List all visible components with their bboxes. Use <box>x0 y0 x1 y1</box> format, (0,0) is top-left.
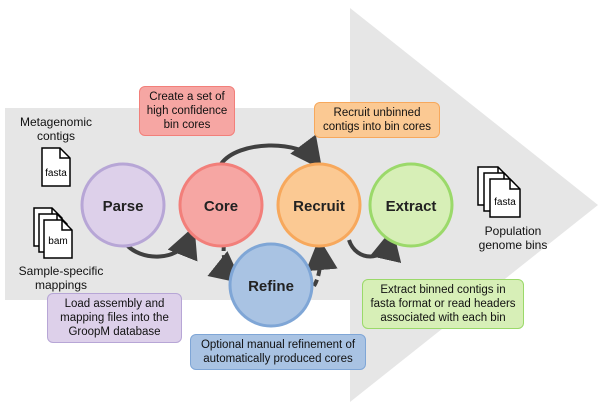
core-note: Create a set of high confidence bin core… <box>139 86 235 136</box>
fasta-icon-label: fasta <box>45 168 67 179</box>
core-label: Core <box>204 198 238 215</box>
parse-label: Parse <box>103 198 144 215</box>
core-circle <box>178 162 264 248</box>
arrow-recruit-to-extract <box>347 228 402 264</box>
arrow-refine-to-recruit <box>305 238 338 288</box>
parse-circle <box>80 162 166 248</box>
recruit-circle <box>276 162 362 248</box>
recruit-note: Recruit unbinned contigs into bin cores <box>314 102 440 138</box>
metagenomic-contigs-label: Metagenomic contigs <box>19 115 93 143</box>
recruit-label: Recruit <box>293 198 345 215</box>
refine-label: Refine <box>248 278 294 295</box>
bam-icon-label: bam <box>48 236 67 247</box>
sample-mappings-label: Sample-specific mappings <box>18 264 104 292</box>
extract-note: Extract binned contigs in fasta format o… <box>362 279 524 329</box>
arrow-core-to-refine <box>207 243 243 284</box>
arrow-core-to-recruit <box>219 134 323 170</box>
fasta-file-icon: fasta <box>41 147 71 187</box>
refine-circle <box>228 242 314 328</box>
extract-circle <box>368 162 454 248</box>
population-bins-label: Population genome bins <box>478 224 548 252</box>
bam-files-icon: bam <box>33 207 73 259</box>
parse-note: Load assembly and mapping files into the… <box>47 293 182 343</box>
extract-label: Extract <box>386 198 437 215</box>
refine-note: Optional manual refinement of automatica… <box>190 334 366 370</box>
output-fasta-files-icon: fasta <box>477 166 521 218</box>
arrow-parse-to-core <box>123 225 198 262</box>
output-fasta-icon-label: fasta <box>494 197 516 208</box>
